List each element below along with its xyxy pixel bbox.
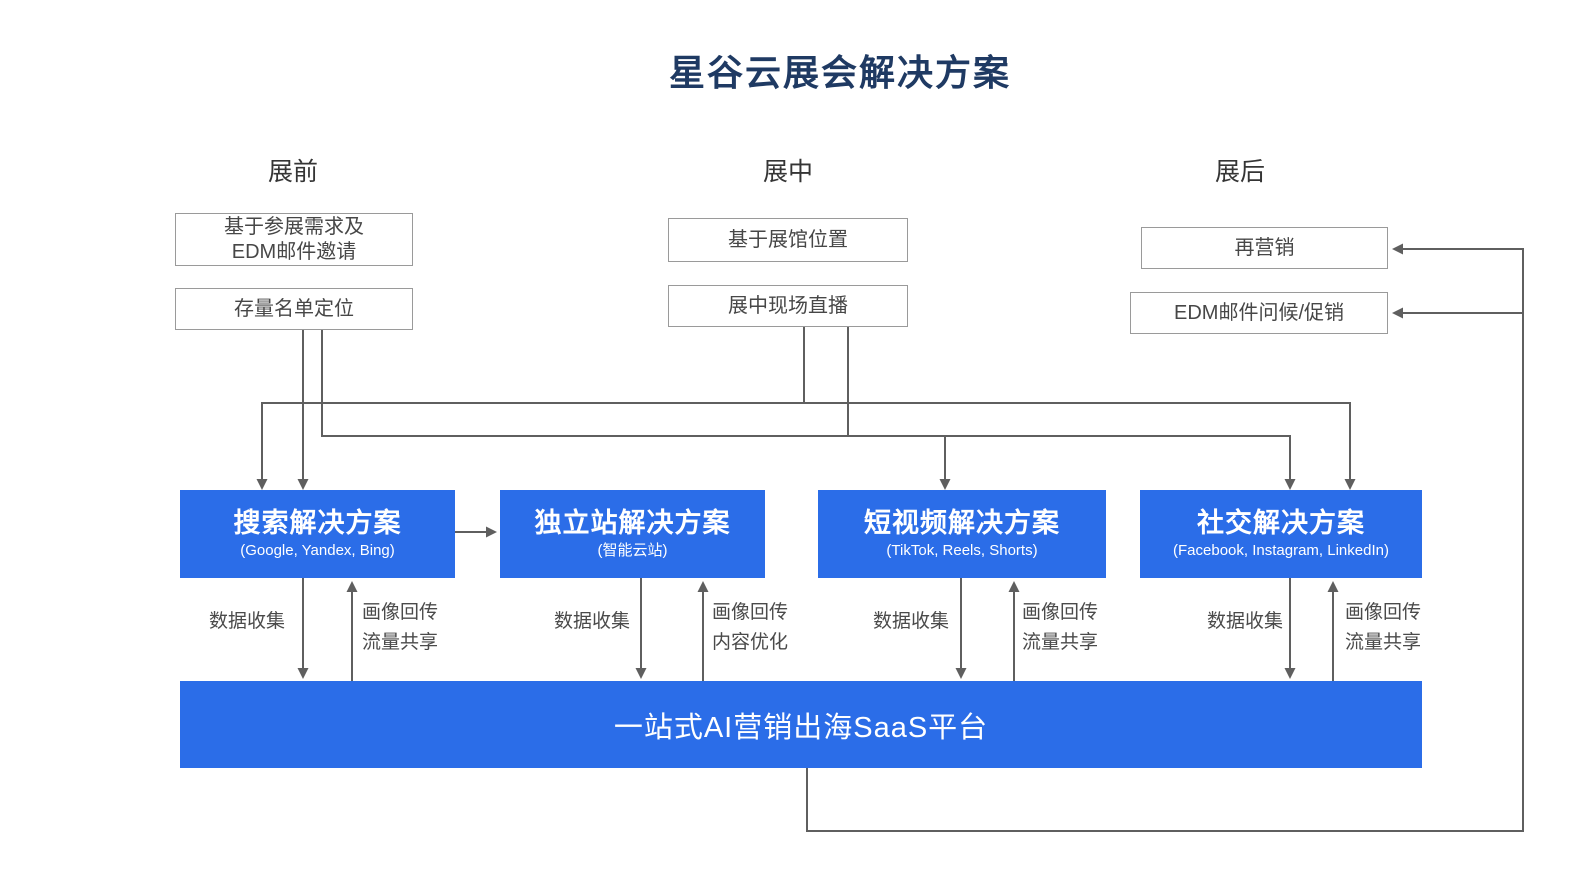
label-data-collection-2: 数据收集 xyxy=(553,611,630,632)
solution-social-title: 社交解决方案 xyxy=(1197,508,1365,538)
solution-independent-site-subtitle: (智能云站) xyxy=(597,542,668,559)
label-profile-return-1: 画像回传 流量共享 xyxy=(362,598,438,658)
connector-search-to-independent-site xyxy=(455,526,497,538)
box-live-streaming-label: 展中现场直播 xyxy=(728,294,848,317)
connector-existing-list-to-search xyxy=(297,330,309,490)
arrows-profile-return-up xyxy=(346,581,1339,681)
box-live-streaming: 展中现场直播 xyxy=(668,285,908,327)
label-profile-return-2: 画像回传 内容优化 xyxy=(712,598,788,658)
label-profile-return-3-line2: 流量共享 xyxy=(1022,632,1099,653)
arrows-data-collection-down xyxy=(297,578,1296,679)
phase-header-pre-show: 展前 xyxy=(267,158,319,186)
solution-search-title: 搜索解决方案 xyxy=(233,508,402,538)
label-profile-return-4: 画像回传 流量共享 xyxy=(1345,598,1421,658)
platform-bar-label: 一站式AI营销出海SaaS平台 xyxy=(613,711,989,744)
box-venue-location: 基于展馆位置 xyxy=(668,218,908,262)
label-data-collection-4: 数据收集 xyxy=(1206,611,1283,632)
box-edm-greeting-promo-label: EDM邮件问候/促销 xyxy=(1174,301,1344,324)
box-remarketing: 再营销 xyxy=(1141,227,1388,269)
box-existing-list-targeting-label: 存量名单定位 xyxy=(234,297,354,320)
label-profile-return-4-line1: 画像回传 xyxy=(1345,602,1422,623)
connector-platform-feedback-loop xyxy=(806,243,1524,832)
solution-social-subtitle: (Facebook, Instagram, LinkedIn) xyxy=(1173,542,1389,559)
solution-search-subtitle: (Google, Yandex, Bing) xyxy=(240,542,395,559)
box-edm-invitation-line1: 基于参展需求及 xyxy=(224,215,364,238)
connector-live-stream-bus-to-search-social xyxy=(256,327,1356,490)
label-profile-return-2-line1: 画像回传 xyxy=(712,602,789,623)
box-venue-location-label: 基于展馆位置 xyxy=(728,228,848,251)
label-profile-return-1-line2: 流量共享 xyxy=(362,632,439,653)
label-profile-return-4-line2: 流量共享 xyxy=(1345,632,1422,653)
box-edm-greeting-promo: EDM邮件问候/促销 xyxy=(1130,292,1388,334)
solution-independent-site: 独立站解决方案 (智能云站) xyxy=(500,490,765,578)
label-profile-return-1-line1: 画像回传 xyxy=(362,602,439,623)
label-profile-return-3-line1: 画像回传 xyxy=(1022,602,1099,623)
phase-header-post-show: 展后 xyxy=(1214,158,1266,186)
solution-short-video-title: 短视频解决方案 xyxy=(864,508,1060,538)
solution-short-video-subtitle: (TikTok, Reels, Shorts) xyxy=(886,542,1038,559)
diagram-title: 星谷云展会解决方案 xyxy=(668,52,1012,93)
phase-header-during-show: 展中 xyxy=(762,158,814,186)
box-existing-list-targeting: 存量名单定位 xyxy=(175,288,413,330)
label-data-collection-3: 数据收集 xyxy=(872,611,949,632)
solution-independent-site-title: 独立站解决方案 xyxy=(534,508,731,538)
box-edm-invitation: 基于参展需求及 EDM邮件邀请 xyxy=(175,213,413,266)
label-profile-return-2-line2: 内容优化 xyxy=(712,632,789,653)
box-edm-invitation-line2: EDM邮件邀请 xyxy=(231,240,357,263)
connector-existing-list-bus-to-shortvideo-social xyxy=(321,327,1296,490)
solution-social: 社交解决方案 (Facebook, Instagram, LinkedIn) xyxy=(1140,490,1422,578)
solution-short-video: 短视频解决方案 (TikTok, Reels, Shorts) xyxy=(818,490,1106,578)
label-data-collection-1: 数据收集 xyxy=(208,611,285,632)
solution-search: 搜索解决方案 (Google, Yandex, Bing) xyxy=(180,490,455,578)
box-remarketing-label: 再营销 xyxy=(1234,236,1295,259)
label-profile-return-3: 画像回传 流量共享 xyxy=(1022,598,1098,658)
platform-bar: 一站式AI营销出海SaaS平台 xyxy=(180,681,1422,768)
